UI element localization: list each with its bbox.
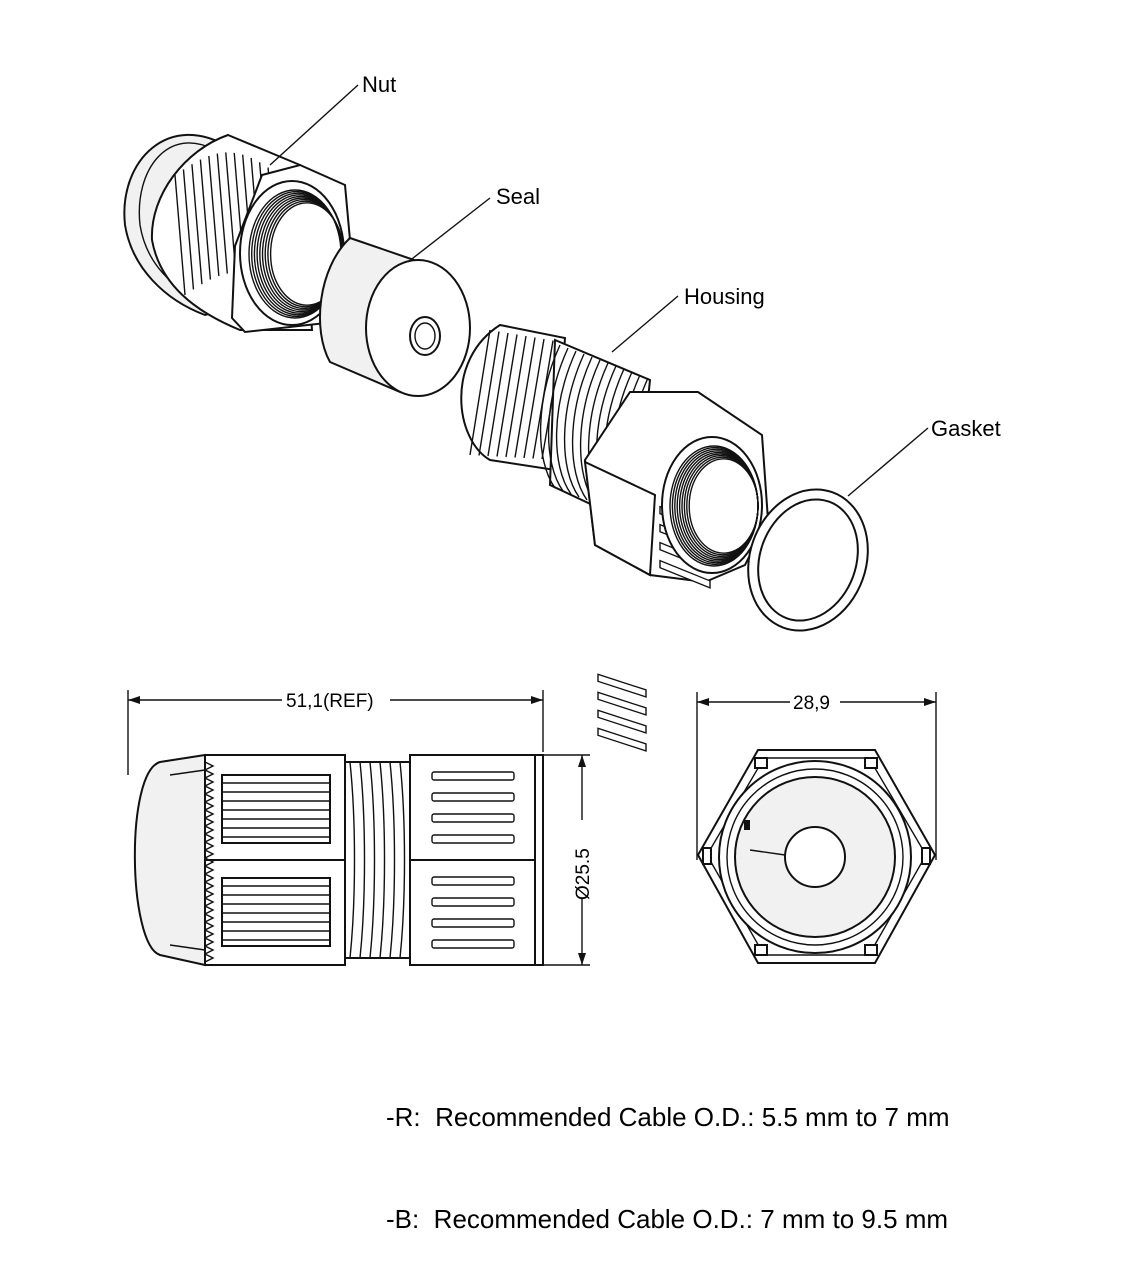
diameter-dimension: Ø25.5	[573, 848, 594, 900]
width-dimension: 28,9	[793, 693, 830, 714]
cable-notes: -R: Recommended Cable O.D.: 5.5 mm to 7 …	[386, 1032, 950, 1270]
note-r: -R: Recommended Cable O.D.: 5.5 mm to 7 …	[386, 1102, 950, 1132]
housing-label: Housing	[684, 284, 765, 309]
note-b: -B: Recommended Cable O.D.: 7 mm to 9.5 …	[386, 1204, 949, 1234]
connector-drawing: Nut Seal Housing Gasket 51,1(REF)	[123, 72, 1001, 967]
seal-leader	[407, 197, 491, 263]
seal-label: Seal	[496, 184, 540, 209]
nut-label: Nut	[362, 72, 396, 97]
nut-part	[123, 133, 354, 334]
housing-leader	[611, 295, 679, 353]
gasket-leader	[847, 427, 929, 497]
length-dimension: 51,1(REF)	[286, 691, 374, 712]
gasket-part	[747, 488, 869, 632]
gasket-label: Gasket	[931, 416, 1001, 441]
seal-part	[319, 236, 471, 397]
nut-leader	[269, 84, 359, 166]
housing-part	[460, 323, 770, 752]
end-view: 28,9	[696, 692, 937, 964]
side-view: 51,1(REF) Ø25.5	[127, 690, 594, 967]
